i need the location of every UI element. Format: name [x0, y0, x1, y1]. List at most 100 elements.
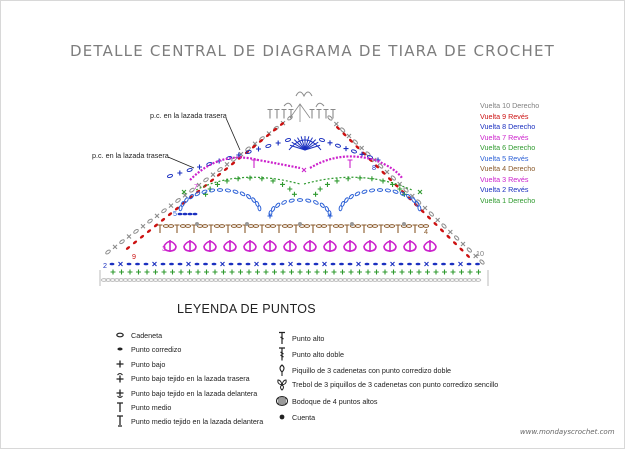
- chain-stitch: [405, 224, 413, 228]
- chain-stitch: [166, 173, 174, 179]
- chain-stitch: [427, 278, 434, 282]
- bobble-stitch: [183, 240, 197, 252]
- slip-stitch: [153, 223, 159, 228]
- slip-stitch: [362, 151, 366, 156]
- chain-stitch: [354, 278, 361, 282]
- half-double-stitch: [316, 108, 322, 119]
- single-crochet-stitch: [127, 269, 133, 275]
- slip-stitch: [349, 138, 353, 143]
- slip-stitch: [420, 209, 425, 214]
- chain-stitch: [380, 278, 387, 282]
- slip-stitch: [194, 262, 200, 266]
- chain-stitch: [217, 167, 223, 172]
- chain-stitch: [397, 278, 404, 282]
- chain-stitch: [428, 211, 434, 217]
- chain-stitch: [475, 278, 482, 282]
- chain-stitch: [221, 278, 228, 282]
- chain-stitch: [242, 278, 249, 282]
- row-legend-item: Vuelta 5 Revés: [480, 153, 529, 163]
- chain-stitch: [390, 175, 396, 181]
- shell-stitch: [304, 141, 319, 151]
- chain-stitch: [363, 278, 370, 282]
- chain-stitch: [383, 224, 391, 228]
- row-legend-item: Vuelta 9 Revés: [480, 111, 529, 121]
- bobble-stitch: [203, 240, 217, 252]
- chain-stitch: [216, 188, 224, 192]
- chain-stitch: [272, 278, 280, 282]
- chain-stitch: [388, 224, 396, 228]
- single-crochet-stitch: [399, 269, 405, 275]
- slip-stitch: [407, 262, 412, 266]
- slip-stitch: [336, 126, 340, 130]
- chain-stitch: [417, 224, 425, 228]
- shell-stitch: [293, 139, 306, 151]
- single-crochet-stitch: [334, 178, 340, 184]
- chain-stitch: [135, 278, 142, 282]
- chain-stitch: [466, 247, 472, 253]
- slip-stitch: [262, 262, 268, 266]
- trefoil-mark: [283, 102, 325, 108]
- chain-stitch: [246, 194, 252, 200]
- chain-stitch: [298, 278, 305, 282]
- chain-stitch: [252, 224, 260, 228]
- chain-stitch: [189, 187, 195, 193]
- slip-stitch: [441, 262, 446, 266]
- chain-stitch: [303, 278, 310, 282]
- trefoil-mark: [295, 91, 313, 98]
- chain-stitch: [217, 278, 224, 282]
- chain-stitch: [346, 278, 353, 282]
- slip-stitch: [230, 161, 236, 166]
- single-crochet-stitch: [187, 269, 192, 275]
- chain-stitch: [194, 191, 201, 197]
- chain-stitch: [376, 188, 384, 192]
- sc-back-loop-stitch: [152, 261, 157, 267]
- row-legend-item: Vuelta 10 Derecho: [480, 101, 540, 110]
- half-double-stitch: [412, 224, 418, 233]
- single-crochet-stitch: [306, 269, 311, 275]
- chain-stitch: [294, 278, 301, 282]
- slip-stitch: [160, 262, 166, 266]
- bobble-stitch: [423, 240, 437, 252]
- slip-stitch: [169, 262, 174, 266]
- single-crochet-stitch: [359, 151, 365, 157]
- slip-stitch: [364, 262, 370, 266]
- single-crochet-stitch: [161, 269, 167, 275]
- sc-back-loop-stitch: [390, 261, 395, 267]
- shell-arc: [288, 139, 322, 151]
- legend-label: Cuenta: [292, 413, 316, 422]
- chain-stitch: [277, 278, 284, 282]
- single-crochet-stitch: [327, 140, 333, 146]
- sc-back-loop-stitch: [435, 217, 441, 223]
- sc-back-loop-stitch: [333, 121, 339, 127]
- chain-stitch: [281, 224, 289, 228]
- half-double-stitch: [330, 108, 336, 119]
- bobble-stitch: [283, 240, 297, 252]
- single-crochet-stitch: [340, 269, 345, 275]
- chain-stitch: [341, 278, 348, 282]
- chain-stitch: [296, 198, 304, 202]
- chain-stitch: [311, 278, 318, 282]
- slip-stitch: [313, 262, 319, 266]
- slip-stitch: [139, 234, 145, 239]
- slip-stitch: [427, 215, 431, 220]
- row-number-7: 7: [194, 182, 198, 191]
- chain-stitch: [162, 224, 170, 228]
- chain-stitch: [255, 278, 262, 282]
- single-crochet-stitch: [331, 269, 337, 275]
- single-crochet-stitch: [297, 269, 303, 275]
- single-crochet-stitch: [357, 269, 362, 275]
- chain-stitch: [423, 278, 430, 282]
- bobble-stitch: [243, 240, 257, 252]
- legend-label: Punto medio: [131, 403, 172, 412]
- half-double-stitch: [310, 224, 316, 233]
- slip-stitch: [192, 212, 198, 216]
- single-crochet-stitch: [416, 269, 422, 275]
- chain-stitch: [354, 191, 361, 197]
- legend-label: Punto medio tejido en la lazada delanter…: [131, 417, 264, 427]
- chain-stitch: [245, 149, 252, 155]
- single-crochet-stitch: [391, 269, 396, 275]
- bobble-stitch: [363, 240, 377, 252]
- slip-stitch: [440, 228, 444, 233]
- chain-stitch: [152, 278, 159, 282]
- chain-stitch: [156, 278, 163, 282]
